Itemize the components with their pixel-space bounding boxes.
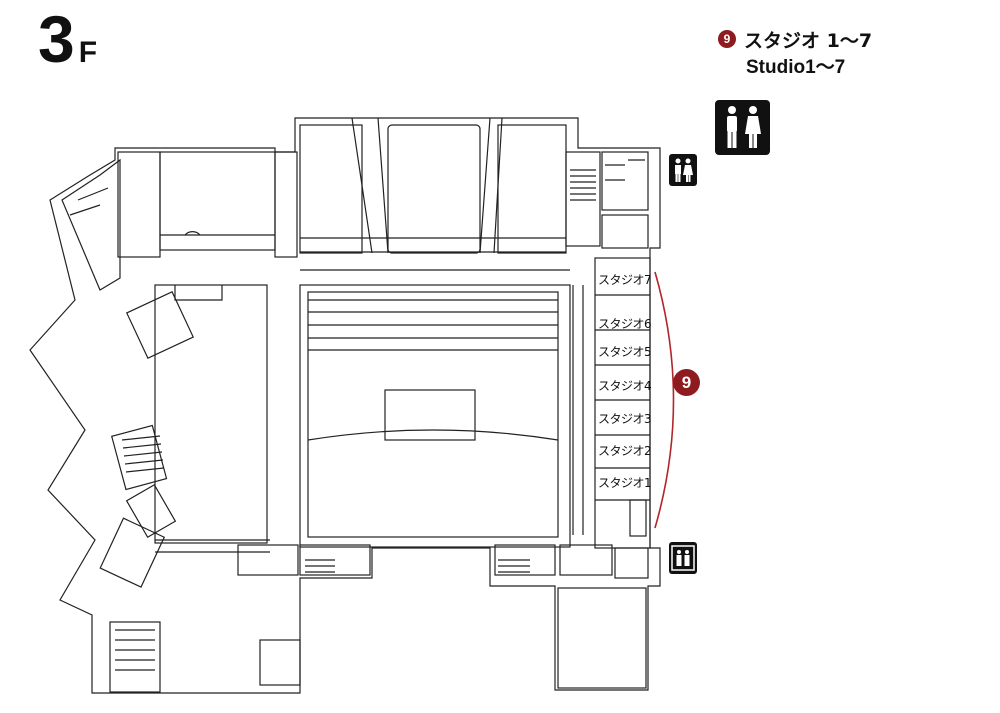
room	[117, 151, 161, 258]
stairwell	[565, 151, 601, 247]
studio-label: スタジオ3	[598, 412, 652, 426]
legend-badge: 9	[718, 30, 736, 48]
legend-row: 9 スタジオ 1〜7	[718, 26, 872, 52]
floor-number: 3	[38, 2, 75, 76]
studio-bracket	[654, 271, 675, 529]
restroom-icon	[715, 100, 770, 155]
room	[274, 151, 298, 258]
studio-block	[594, 257, 651, 549]
annex	[557, 587, 647, 689]
legend: 9 スタジオ 1〜7 Studio1〜7	[718, 26, 872, 78]
main-hall	[299, 284, 571, 548]
studio-area-badge: 9	[673, 369, 700, 396]
studio-label: スタジオ7	[598, 273, 652, 287]
studio-label: スタジオ6	[598, 317, 652, 331]
building-outline	[29, 117, 661, 694]
studio-label: スタジオ1	[598, 476, 652, 490]
legend-label-en: Studio1〜7	[746, 56, 846, 78]
tower	[497, 124, 567, 254]
tower	[299, 124, 363, 254]
restroom-icon	[669, 154, 697, 186]
elevator-icon	[669, 542, 697, 574]
left-wing	[154, 284, 268, 544]
floor-label: 3 F	[38, 6, 97, 72]
legend-row-en: Studio1〜7	[718, 52, 872, 78]
studio-label: スタジオ4	[598, 379, 652, 393]
floor-suffix: F	[78, 36, 98, 69]
legend-label-ja: スタジオ 1〜7	[744, 29, 873, 52]
studio-label: スタジオ5	[598, 345, 652, 359]
studio-label: スタジオ2	[598, 444, 652, 458]
